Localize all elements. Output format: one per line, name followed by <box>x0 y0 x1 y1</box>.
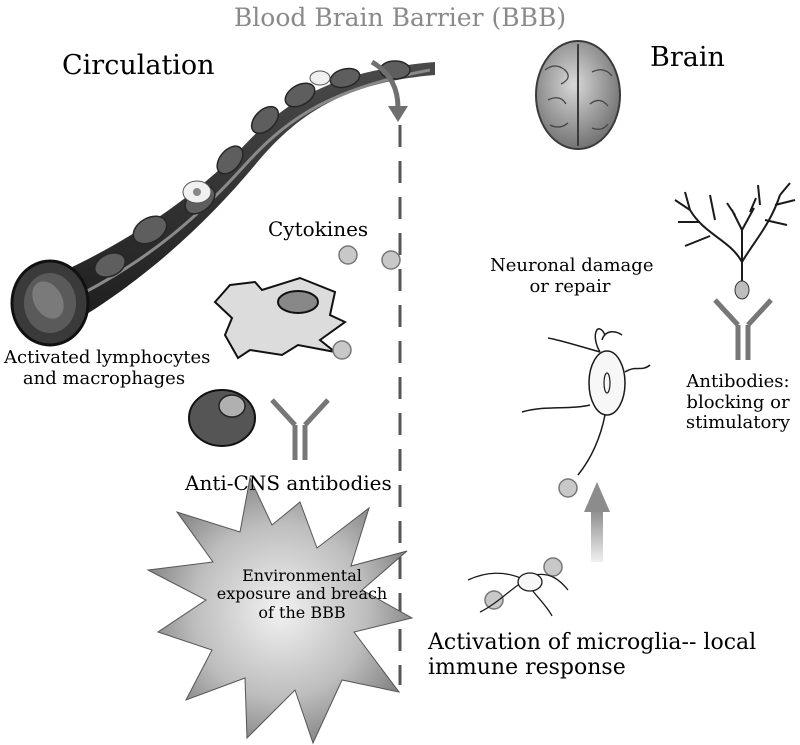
cytokine-dots <box>332 245 578 610</box>
environmental-exposure-label: Environmental exposure and breach of the… <box>216 566 388 622</box>
neuron-cell-body <box>588 350 626 416</box>
antibody-left-icon <box>270 398 330 460</box>
antibody-right-icon <box>713 298 773 360</box>
exit-arrow <box>370 59 401 109</box>
circulation-heading: Circulation <box>62 50 215 81</box>
upward-arrow-head <box>584 482 610 512</box>
neuronal-damage-label: Neuronal damage or repair <box>490 255 654 297</box>
brain-icon <box>535 40 621 150</box>
macrophage-cell <box>213 276 347 360</box>
brain-heading: Brain <box>650 42 725 73</box>
upward-arrow-shaft <box>591 510 603 562</box>
diagram-title: Blood Brain Barrier (BBB) <box>233 3 567 32</box>
neuron-soma <box>734 280 750 300</box>
activated-cells-label: Activated lymphocytes and macrophages <box>4 347 211 389</box>
antibodies-blocking-label: Antibodies: blocking or stimulatory <box>685 371 791 434</box>
macrophage-nucleus <box>277 290 319 314</box>
neuron-icon <box>521 328 651 476</box>
microglia-activation-label: Activation of microglia-- local immune r… <box>428 630 757 681</box>
microglia-icon <box>467 572 569 617</box>
blood-vessel <box>10 60 435 347</box>
cytokines-label: Cytokines <box>268 217 369 241</box>
lymphocyte-nucleus <box>218 394 246 418</box>
white-blood-cell-2 <box>309 70 331 86</box>
purkinje-neuron-icon <box>674 182 796 292</box>
anti-cns-antibodies-label: Anti-CNS antibodies <box>185 471 392 495</box>
microglia-cell-body <box>517 572 543 592</box>
environmental-starburst <box>146 476 414 745</box>
exit-arrow-head <box>388 106 408 122</box>
